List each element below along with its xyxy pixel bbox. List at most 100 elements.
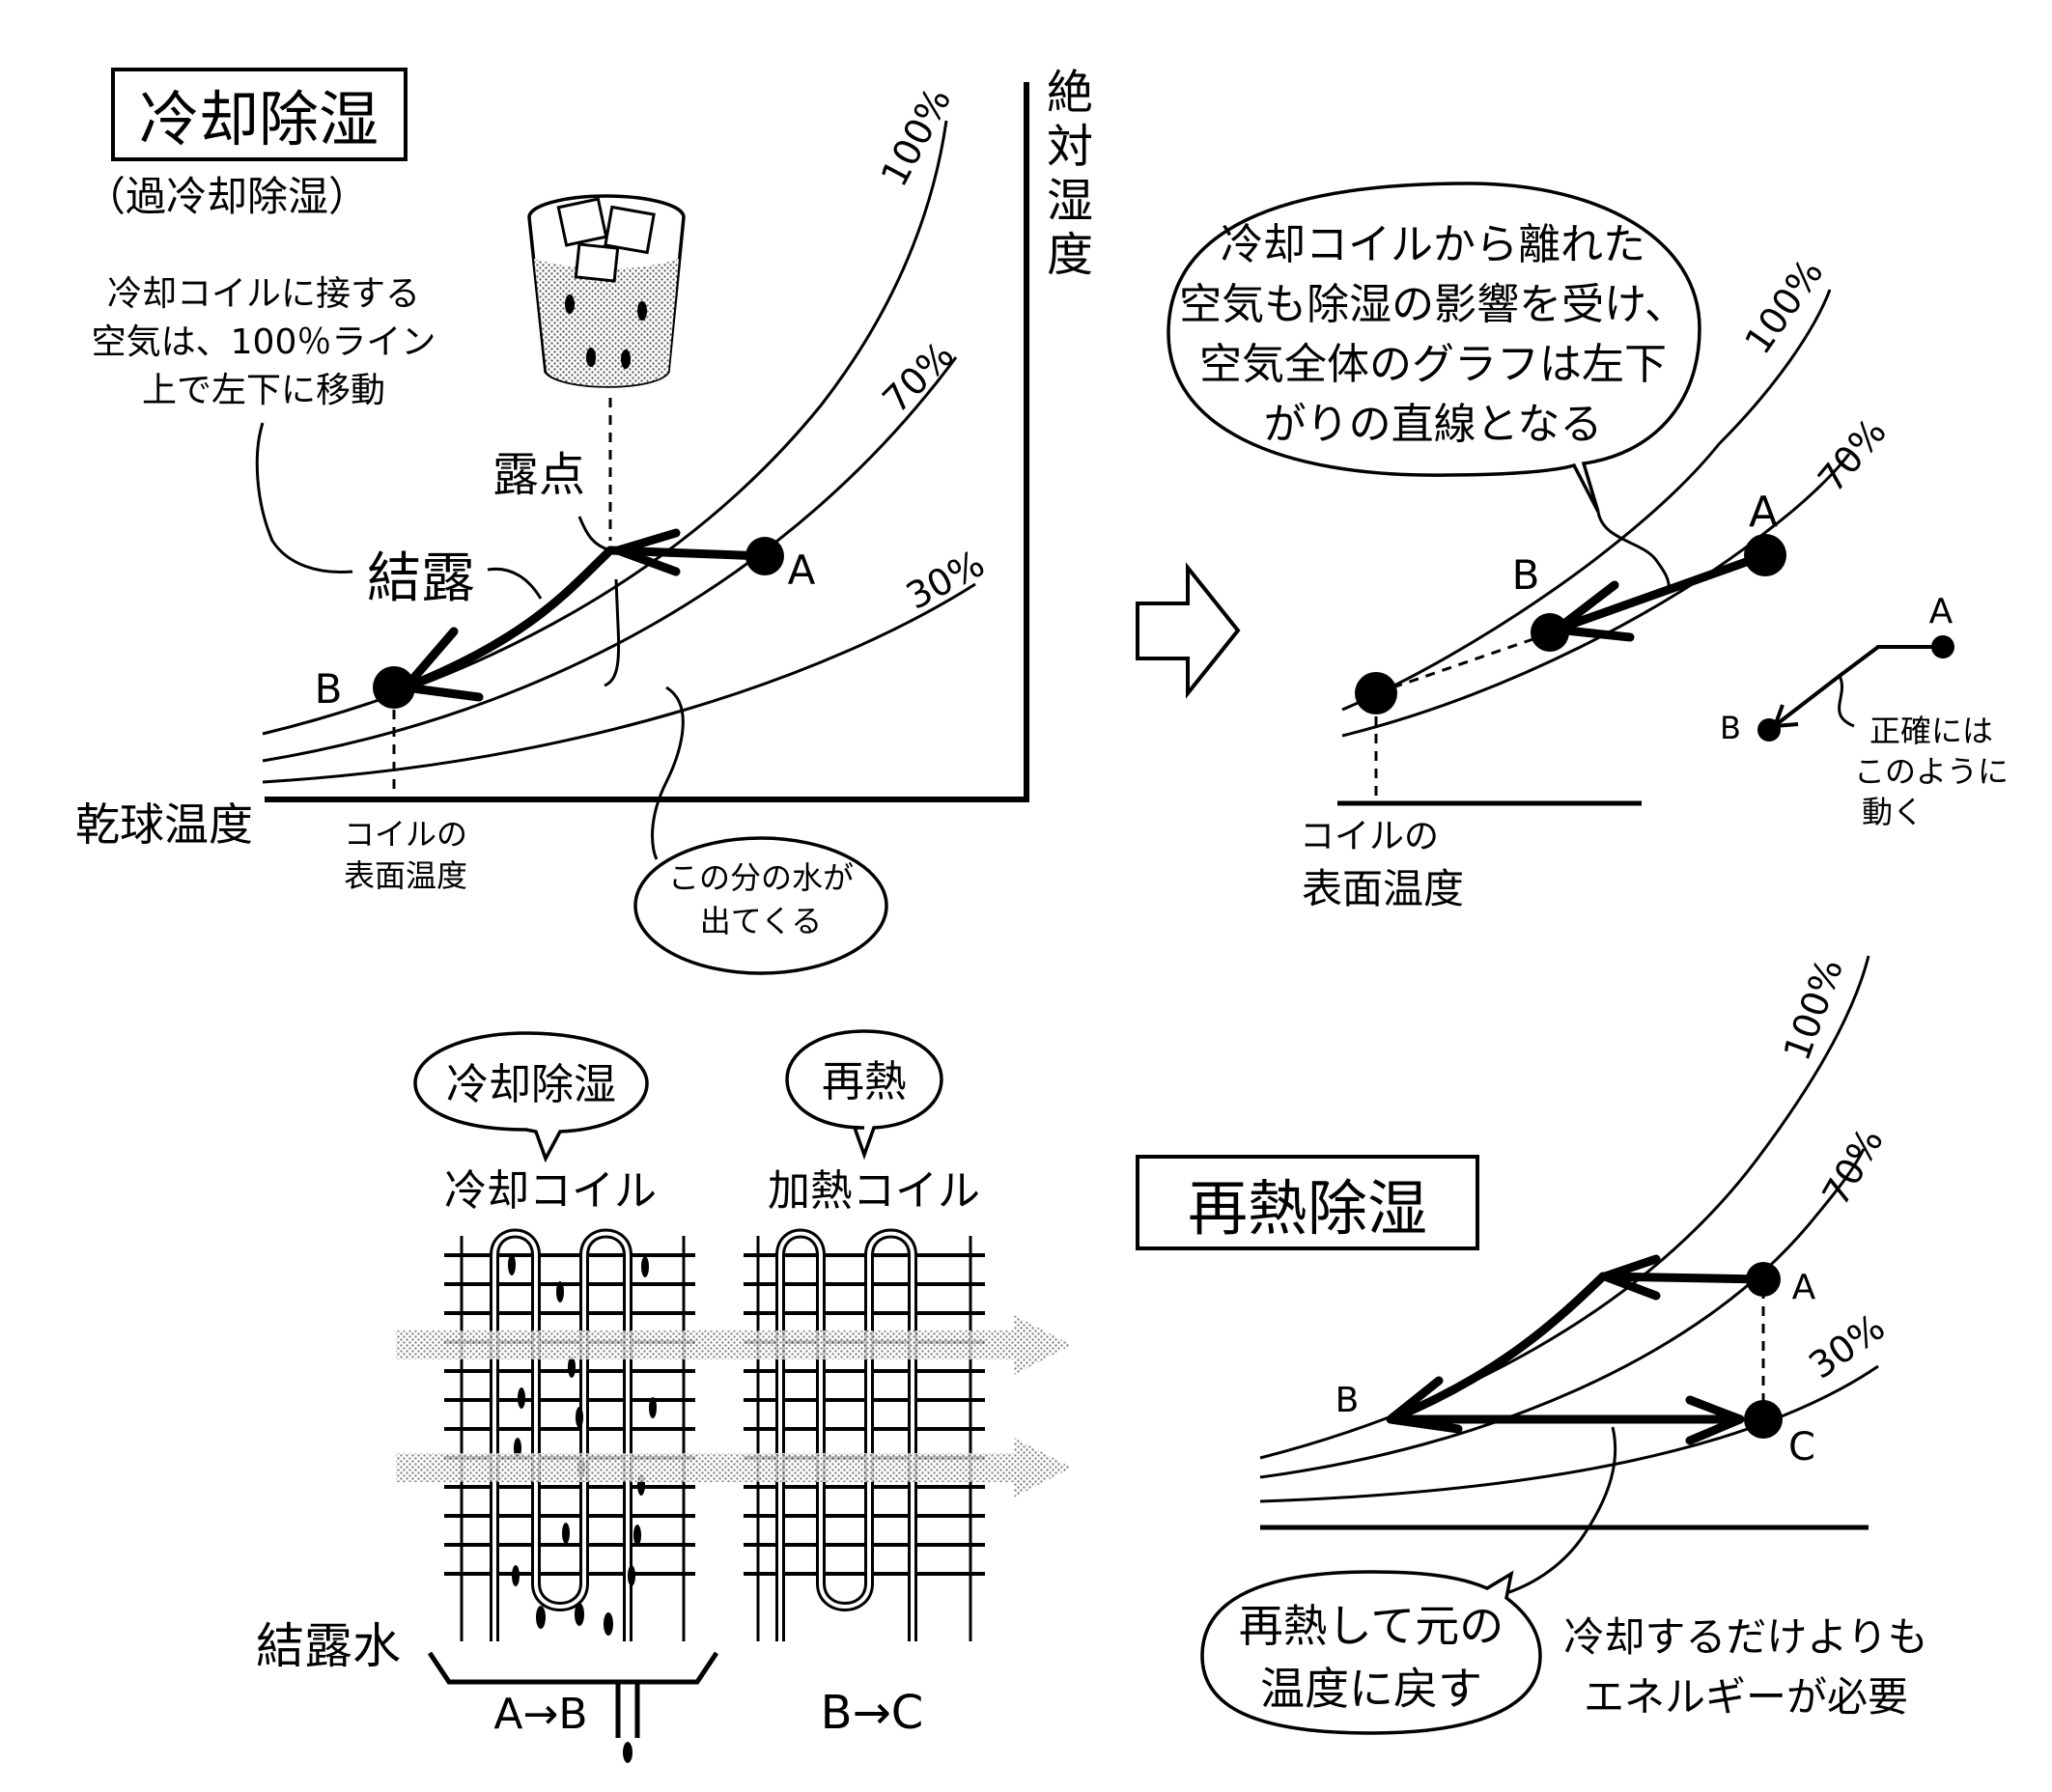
reheat-bubble <box>1200 1570 1542 1735</box>
arrowhead-b <box>1386 1376 1463 1434</box>
energy-note-line-2: エネルギーが必要 <box>1584 1673 1908 1721</box>
point-c-dot <box>1744 1400 1783 1439</box>
title: 冷却除湿 <box>139 84 379 154</box>
path-a-to-dew <box>605 546 770 561</box>
curve-label-30: 30% <box>1801 1305 1892 1386</box>
range-bc-label: B→C <box>821 1686 924 1740</box>
inset-a-label: A <box>1929 592 1954 631</box>
path-dew-to-b <box>401 546 615 692</box>
point-a-label: A <box>788 546 816 594</box>
coil-temp-line-2: 表面温度 <box>344 857 467 894</box>
bubble-tail-leader <box>1596 511 1671 592</box>
diagram-reheat-dehumidification: 再熱除湿 100% 70% 30% A B C 再熱して元の 温度に戻す 冷却す… <box>1136 953 1928 1735</box>
inset-note-line-3: 動く <box>1862 794 1924 830</box>
condensation-leader <box>487 567 543 600</box>
water-note-line-1: この分の水が <box>668 859 854 896</box>
drip-icon <box>623 1742 632 1763</box>
curve-70 <box>1259 1148 1866 1479</box>
y-axis-char-3: 湿 <box>1047 174 1093 228</box>
curve-100 <box>1341 289 1832 712</box>
curve-70 <box>262 356 958 763</box>
drain-pipe <box>615 1682 640 1738</box>
inset-leader <box>1838 675 1855 728</box>
point-b-dot <box>373 666 415 709</box>
dew-point-leader <box>577 516 611 552</box>
drain-pan <box>427 1651 719 1685</box>
reheat-bubble-line-2: 温度に戻す <box>1260 1663 1482 1715</box>
next-arrow-icon <box>1136 562 1241 699</box>
condensate-label: 結露水 <box>256 1618 401 1674</box>
point-a-dot <box>1744 534 1786 576</box>
curve-label-30: 30% <box>899 542 991 618</box>
explanation-bubble <box>1167 182 1701 513</box>
reheat-bubble-line-1: 再熱して元の <box>1239 1600 1504 1652</box>
arrowhead-dew <box>613 528 681 576</box>
curve-label-70: 70% <box>874 333 962 421</box>
airflow-arrow-lower <box>396 1438 1072 1498</box>
point-a-label: A <box>1749 488 1778 537</box>
arrowhead-c <box>1685 1395 1745 1445</box>
diagram-cooling-dehumidification: 冷却除湿 （過冷却除湿） 冷却コイルに接する 空気は、100％ライン 上で左下に… <box>75 66 1093 975</box>
cooling-coil-label: 冷却コイル <box>444 1166 657 1216</box>
water-note-bubble <box>633 836 888 975</box>
path-mid-to-b <box>1375 631 1551 695</box>
point-a-dot <box>1746 1262 1781 1297</box>
inset-path <box>1775 645 1943 726</box>
note-leader <box>255 422 353 574</box>
curve-label-100: 100% <box>873 81 960 194</box>
coil-temp-line-1: コイルの <box>344 816 467 853</box>
condensation-label: 結露 <box>367 547 475 610</box>
note-line-1: 冷却コイルに接する <box>107 274 420 314</box>
coil-temp-line-2: 表面温度 <box>1302 865 1464 912</box>
subtitle: （過冷却除湿） <box>85 173 369 220</box>
point-mid-dot <box>1531 613 1569 652</box>
path-a-to-dew <box>1598 1272 1767 1284</box>
cooling-bubble-text: 冷却除湿 <box>446 1060 616 1109</box>
curve-label-70: 70% <box>1810 410 1895 500</box>
inset-note-line-1: 正確には <box>1869 713 1993 749</box>
path-a-to-mid <box>1552 550 1770 634</box>
curve-30 <box>1259 1364 1879 1503</box>
point-coil-dot <box>1355 672 1397 714</box>
y-axis-char-4: 度 <box>1047 228 1093 282</box>
heating-coil-label: 加熱コイル <box>768 1166 980 1216</box>
reheat-bubble <box>785 1029 943 1161</box>
inset-note-line-2: このように <box>1854 753 2009 790</box>
reheat-bubble-text: 再熱 <box>822 1057 907 1106</box>
y-axis-char-2: 対 <box>1047 120 1093 174</box>
curve-label-100: 100% <box>1736 251 1831 361</box>
range-ab-label: A→B <box>493 1690 587 1739</box>
cooling-coil <box>444 1228 695 1641</box>
path-dew-to-b <box>1391 1272 1608 1422</box>
note-line-3: 上で左下に移動 <box>142 371 385 410</box>
iced-glass-icon <box>527 194 686 388</box>
dew-point-label: 露点 <box>492 448 585 502</box>
curve-label-70: 70% <box>1814 1121 1892 1213</box>
point-b-label: B <box>1512 551 1540 599</box>
point-b-label: B <box>315 665 343 713</box>
coil-temp-line-1: コイルの <box>1300 817 1439 856</box>
reheat-leader <box>1505 1426 1617 1595</box>
water-bracket <box>604 578 621 687</box>
airflow-arrow-upper <box>396 1315 1072 1375</box>
x-axis-label: 乾球温度 <box>75 798 253 851</box>
inset-b-label: B <box>1720 710 1741 746</box>
bubble-line-1: 冷却コイルから離れた <box>1221 220 1645 269</box>
diagram-coils: 冷却除湿 再熱 冷却コイル 加熱コイル <box>256 1029 1072 1763</box>
bubble-line-4: がりの直線となる <box>1264 400 1603 449</box>
curve-label-100: 100% <box>1776 953 1852 1066</box>
point-c-label: C <box>1788 1425 1815 1470</box>
title-box <box>111 68 408 161</box>
cooling-bubble <box>413 1031 649 1163</box>
note-line-2: 空気は、100％ライン <box>92 322 436 362</box>
energy-note-line-1: 冷却するだけよりも <box>1563 1613 1927 1661</box>
title: 再熱除湿 <box>1188 1173 1427 1244</box>
diagram-actual-path: 冷却コイルから離れた 空気も除湿の影響を受け、 空気全体のグラフは左下 がりの直… <box>1167 182 2009 912</box>
inset-b-dot <box>1757 718 1781 742</box>
bubble-line-3: 空気全体のグラフは左下 <box>1199 340 1667 389</box>
point-a-dot <box>745 537 784 575</box>
water-note-line-2: 出てくる <box>700 903 822 939</box>
curve-30 <box>262 582 976 784</box>
point-b-label: B <box>1335 1381 1360 1420</box>
water-leader <box>651 686 685 860</box>
